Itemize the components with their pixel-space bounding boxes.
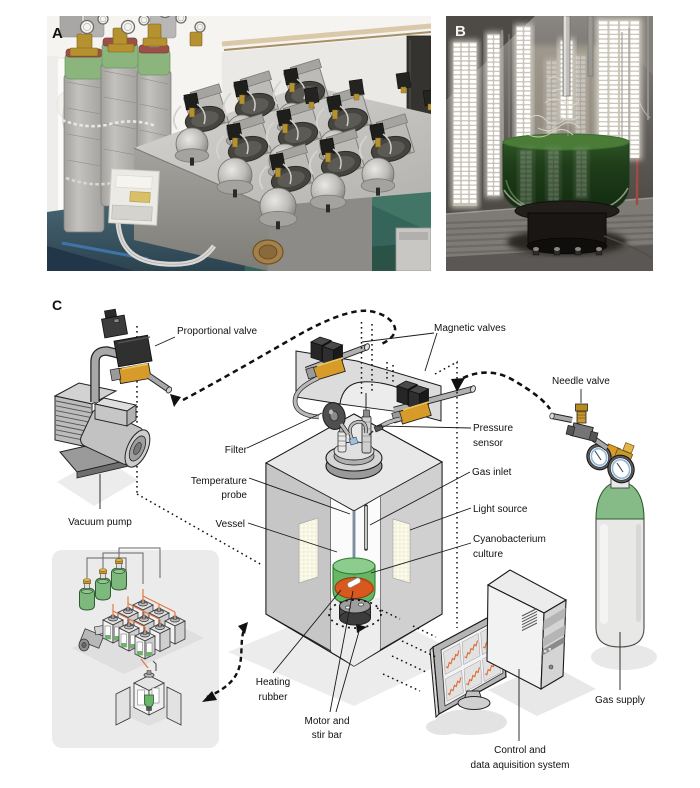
svg-text:Proportional valve: Proportional valve [177, 326, 257, 337]
svg-text:Vacuum pump: Vacuum pump [68, 517, 132, 528]
svg-text:culture: culture [473, 549, 503, 560]
svg-text:Gas inlet: Gas inlet [472, 467, 512, 478]
svg-text:Control and: Control and [494, 745, 546, 756]
svg-text:Pressure: Pressure [473, 423, 513, 434]
svg-text:Filter: Filter [225, 445, 248, 456]
svg-text:stir bar: stir bar [312, 730, 343, 741]
svg-text:B: B [455, 23, 466, 40]
svg-text:Magnetic valves: Magnetic valves [434, 323, 506, 334]
svg-text:sensor: sensor [473, 438, 504, 449]
svg-text:Gas supply: Gas supply [595, 695, 645, 706]
svg-text:C: C [52, 297, 62, 313]
svg-text:Light source: Light source [473, 504, 528, 515]
svg-text:Needle valve: Needle valve [552, 376, 610, 387]
svg-text:A: A [52, 25, 63, 42]
svg-text:Motor and: Motor and [304, 716, 349, 727]
svg-text:Cyanobacterium: Cyanobacterium [473, 534, 546, 545]
svg-text:Temperature: Temperature [191, 476, 248, 487]
svg-text:Vessel: Vessel [216, 519, 245, 530]
svg-text:probe: probe [221, 490, 247, 501]
svg-text:Heating: Heating [256, 677, 290, 688]
svg-text:data aquisition system: data aquisition system [471, 760, 570, 771]
svg-text:rubber: rubber [259, 692, 289, 703]
